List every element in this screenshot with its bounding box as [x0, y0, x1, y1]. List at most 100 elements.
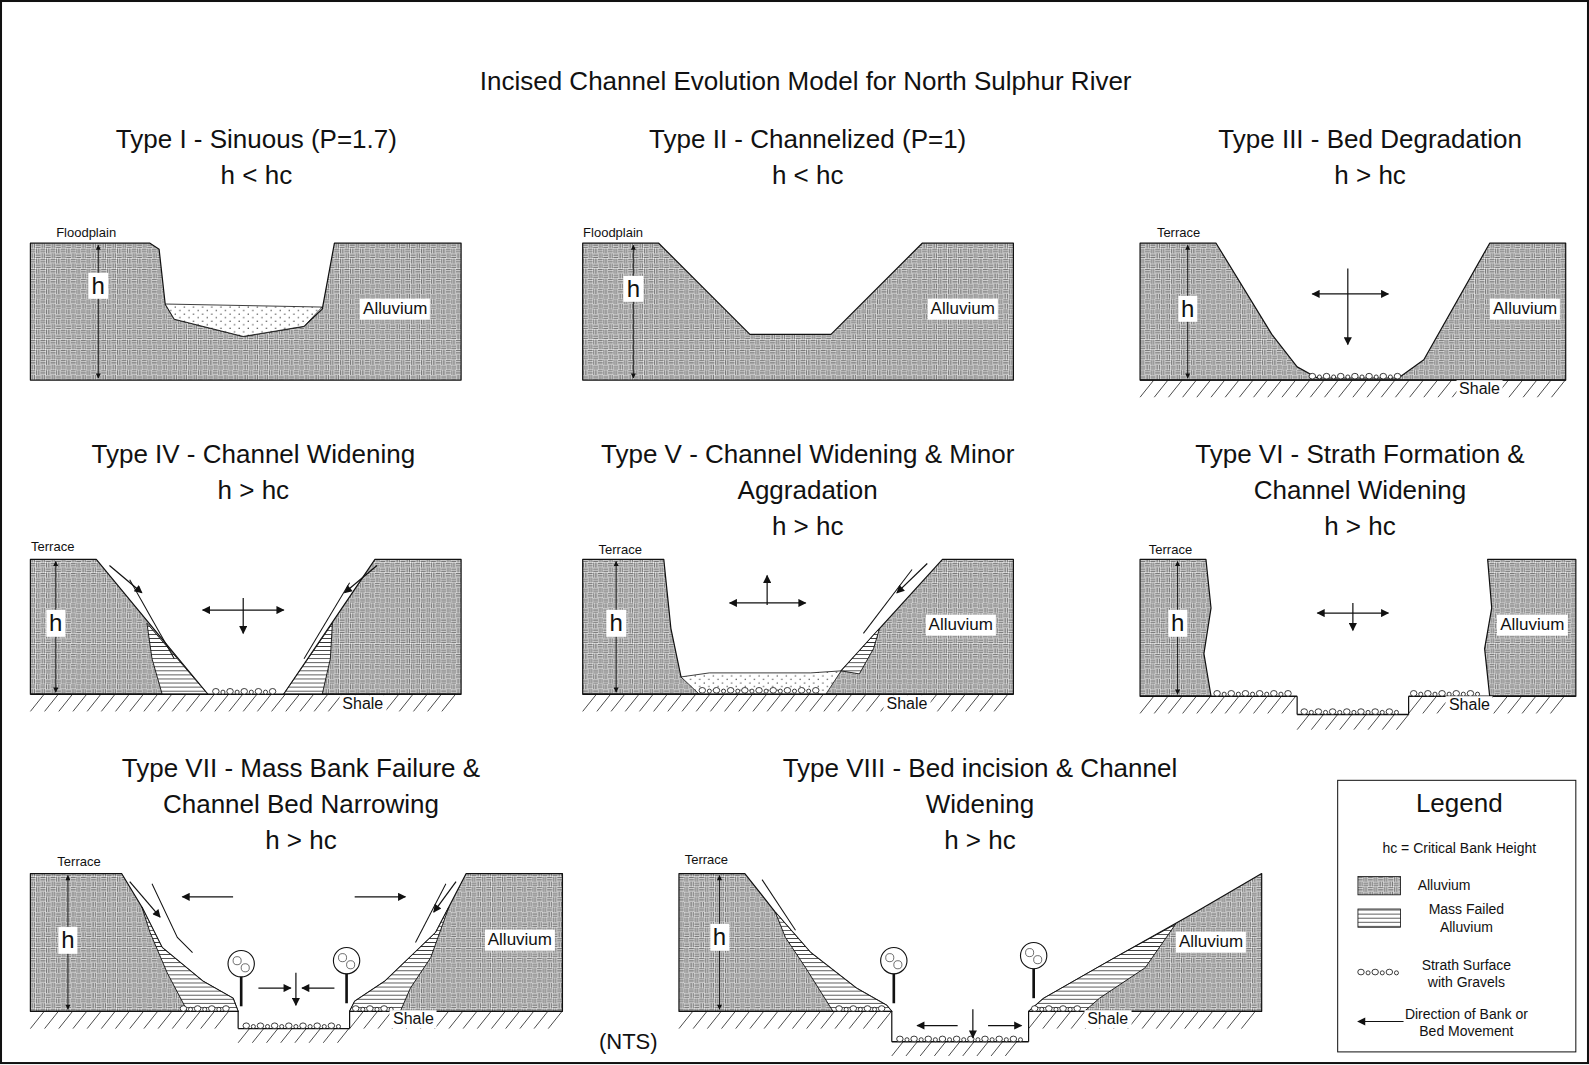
- hatch-line: [158, 1011, 172, 1028]
- gravel: [727, 687, 733, 693]
- gravel: [1309, 373, 1315, 379]
- hatch-line: [1381, 380, 1395, 397]
- strath-gravels: [243, 1023, 340, 1029]
- hatch-line: [739, 694, 753, 711]
- tree-crown: [881, 948, 907, 974]
- hatch-line: [792, 1011, 806, 1028]
- movement-arrow: [1358, 1021, 1404, 1022]
- hatch-line: [1522, 696, 1536, 713]
- movement-arrow: [355, 896, 406, 897]
- failure-plane: [762, 880, 795, 931]
- gravel: [243, 1023, 249, 1029]
- gravel: [1346, 375, 1350, 379]
- hatch-line: [1438, 380, 1452, 397]
- hatch-line: [920, 1042, 931, 1056]
- hatch-line: [116, 1011, 130, 1028]
- hatch-line: [45, 694, 59, 711]
- hatch-line: [878, 1011, 892, 1028]
- bank-height-symbol: h: [606, 610, 625, 636]
- gravel: [953, 1036, 959, 1042]
- hatch-line: [1396, 714, 1408, 729]
- alluvium-ground: [30, 559, 207, 694]
- hatch-line: [1395, 380, 1409, 397]
- gravel: [919, 1038, 923, 1042]
- surface-label: Terrace: [1149, 543, 1192, 557]
- gravel: [939, 1036, 945, 1042]
- gravel: [756, 687, 762, 693]
- hatch-line: [1185, 1011, 1199, 1028]
- hatch-line: [1170, 1011, 1184, 1028]
- hatch-line: [144, 1011, 158, 1028]
- gravel: [1374, 375, 1378, 379]
- material-label: Alluvium: [1497, 615, 1567, 636]
- hatch-line: [1239, 380, 1253, 397]
- gravel: [1439, 691, 1445, 697]
- gravel: [948, 1038, 952, 1042]
- hatch-line: [1311, 714, 1323, 729]
- gravel: [266, 1025, 270, 1029]
- hatch-line: [1168, 380, 1182, 397]
- hatch-line: [1057, 1011, 1071, 1028]
- hatch-line: [693, 1011, 707, 1028]
- bank-height-symbol: h: [624, 276, 643, 302]
- gravel: [294, 1025, 298, 1029]
- movement-arrow: [988, 1025, 1021, 1026]
- hatch-line: [767, 694, 781, 711]
- hatch-line: [1325, 380, 1339, 397]
- strath-step: [891, 1011, 892, 1041]
- hatch-line: [144, 694, 158, 711]
- hatch-line: [215, 1011, 229, 1028]
- gravel: [1309, 710, 1313, 714]
- bank-height-condition: h > hc: [13, 472, 493, 508]
- hatch-line: [87, 694, 101, 711]
- surface-label: Terrace: [599, 543, 642, 557]
- failure-plane: [863, 570, 912, 634]
- hatch-line: [1239, 696, 1253, 713]
- hatch-line: [1508, 696, 1522, 713]
- hatch-line: [491, 1011, 505, 1028]
- gravel: [750, 689, 754, 693]
- gravel: [1046, 1006, 1052, 1012]
- mass-failed-alluvium: [1029, 924, 1176, 1011]
- shale-surface: [583, 693, 1014, 694]
- tree-crown: [333, 948, 359, 974]
- gravel: [858, 1007, 862, 1011]
- tree-crown-detail: [1034, 956, 1042, 964]
- shale-hatch: [892, 1042, 1017, 1056]
- gravel: [1366, 971, 1370, 975]
- hatch-line: [300, 694, 314, 711]
- hatch-line: [963, 1042, 974, 1056]
- mass-failed-alluvium: [841, 628, 880, 674]
- hatch-line: [1225, 696, 1239, 713]
- shale-hatch: [1029, 1011, 1256, 1028]
- hatch-line: [286, 694, 300, 711]
- hatch-line: [778, 1011, 792, 1028]
- tree-crown-detail: [233, 957, 241, 965]
- hatch-line: [866, 694, 880, 711]
- hatch-line: [980, 694, 994, 711]
- hatch-line: [1354, 714, 1366, 729]
- hatch-line: [1211, 696, 1225, 713]
- hatch-line: [1368, 714, 1380, 729]
- hatch-line: [807, 1011, 821, 1028]
- gravel: [844, 1007, 848, 1011]
- hatch-line: [668, 694, 682, 711]
- gravel: [911, 1036, 917, 1042]
- gravel: [1279, 692, 1283, 696]
- gravel: [1301, 709, 1307, 715]
- hatch-line: [1168, 696, 1182, 713]
- gravel: [1060, 1006, 1066, 1012]
- hatch-line: [45, 1011, 59, 1028]
- gravel: [1338, 710, 1342, 714]
- hatch-line: [1509, 380, 1523, 397]
- bank-height-condition: h > hc: [593, 508, 1023, 544]
- bank-height-symbol: h: [1168, 610, 1187, 636]
- movement-arrow: [302, 987, 334, 988]
- gravel: [813, 687, 819, 693]
- gravel: [1256, 691, 1262, 697]
- gravel: [982, 1036, 988, 1042]
- movement-arrow: [130, 882, 160, 917]
- gravel: [1337, 373, 1343, 379]
- scale-note: (NTS): [599, 1030, 658, 1054]
- gravel: [209, 1006, 215, 1012]
